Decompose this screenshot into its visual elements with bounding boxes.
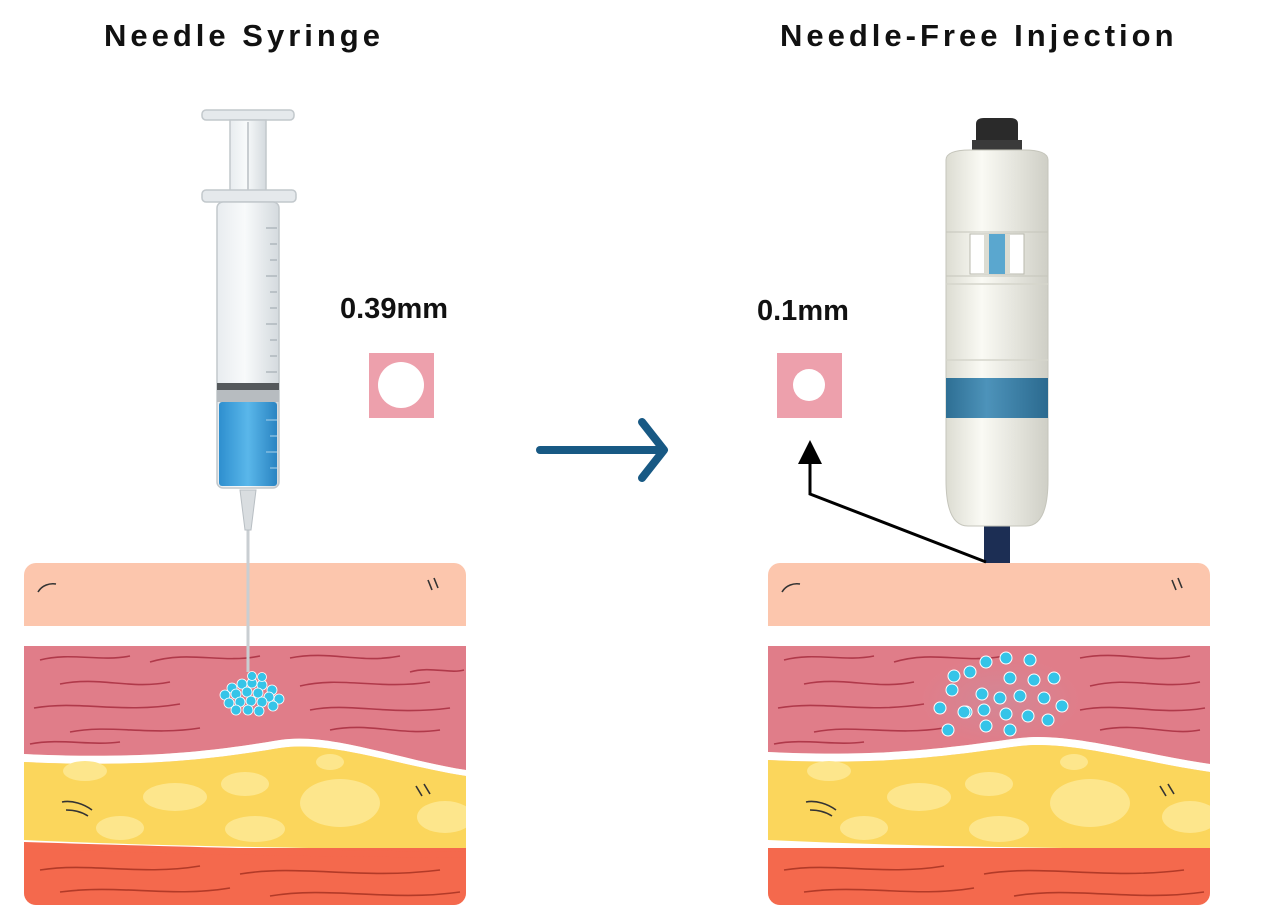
syringe-flange <box>201 189 297 203</box>
needle-hole-size-label: 0.39mm <box>340 293 449 325</box>
needle-free-injection-title: Needle-Free Injection <box>780 18 1178 53</box>
plunger-thumb <box>201 109 295 121</box>
needle-free-injector <box>945 118 1049 563</box>
muscle-fibers <box>39 865 461 897</box>
syringe-scale-marks <box>266 227 277 373</box>
injector-upper-body <box>945 149 1049 233</box>
skin-hair-marks <box>781 577 1183 817</box>
needle-hole-icon <box>369 353 434 418</box>
skin-cross-section-right <box>768 563 1210 905</box>
dermis-fibers <box>29 654 465 745</box>
up-arrow-icon <box>798 440 987 564</box>
dermis-fibers <box>773 654 1206 745</box>
muscle-layer <box>768 848 1210 905</box>
needle-free-hole-icon <box>777 353 842 418</box>
injected-fluid-cluster <box>219 671 285 717</box>
injector-band <box>946 378 1048 418</box>
syringe-liquid <box>219 402 277 486</box>
muscle-fibers <box>783 865 1205 897</box>
dispersed-fluid-droplets <box>933 651 1069 737</box>
fat-cells <box>63 754 466 842</box>
skin-hair-marks <box>37 577 439 817</box>
skin-cross-section-left <box>24 563 466 905</box>
syringe <box>201 109 297 672</box>
plunger-seal <box>217 383 279 390</box>
needle-free-hole-size-label: 0.1mm <box>757 295 849 327</box>
fat-cells <box>807 754 1210 842</box>
needle-syringe-title: Needle Syringe <box>104 18 384 53</box>
injector-nozzle <box>984 523 1010 563</box>
right-arrow-icon <box>536 418 668 482</box>
